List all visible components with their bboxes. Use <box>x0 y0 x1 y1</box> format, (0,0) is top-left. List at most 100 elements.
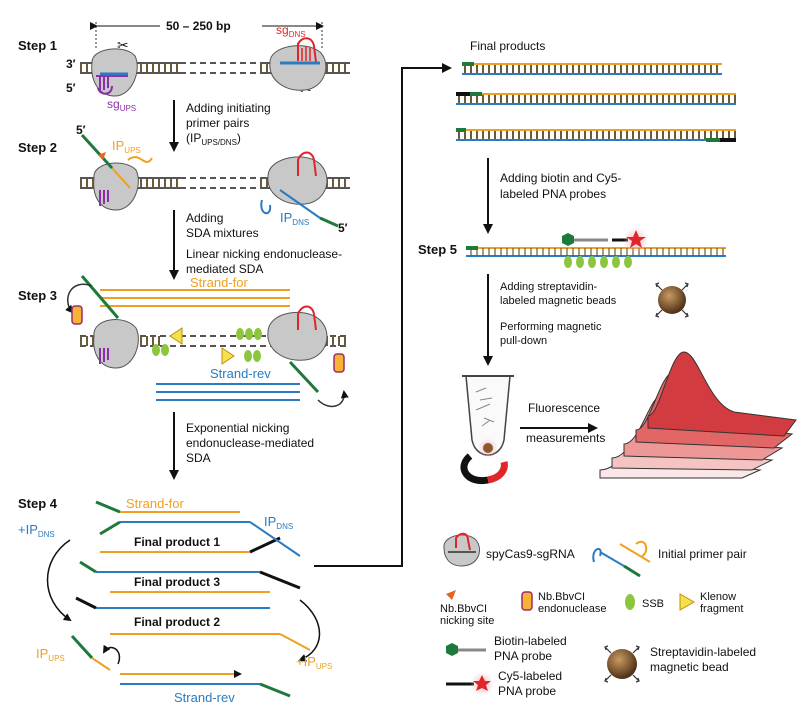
scissors-icon-1: ✂ <box>117 37 129 53</box>
legend-bead-label-2: magnetic bead <box>650 660 729 674</box>
s4-ip-dns-label: IPDNS <box>264 514 293 531</box>
legend-biotin-label-2: PNA probe <box>494 649 552 663</box>
ip-dns-primer-icon <box>260 189 339 228</box>
final-product-3-label: Final product 3 <box>134 575 220 589</box>
nb-bbvci-endonuclease-icon-1 <box>71 305 83 325</box>
five-prime-label: 5′ <box>66 81 76 95</box>
arrow1-text-1: Adding initiating <box>186 101 271 115</box>
final-products-duplex-1 <box>462 62 722 75</box>
legend-cas9-label: spyCas9-sgRNA <box>486 547 575 561</box>
plus-ip-ups-label: +IPUPS <box>296 654 332 671</box>
five-prime-label-3: 5′ <box>338 221 348 235</box>
final-products-duplex-3 <box>456 128 736 142</box>
step-4-label: Step 4 <box>18 496 58 511</box>
legend-ssb-label: SSB <box>642 598 664 610</box>
s4-strand-rev-label: Strand-rev <box>174 690 235 705</box>
final-product-3-duplex <box>79 560 301 593</box>
ip-ups-label: IPUPS <box>112 138 141 155</box>
magnet-icon-red <box>487 461 508 484</box>
arrow5-text-1: Adding streptavidin- <box>500 281 598 293</box>
sg-dns-label: sgDNS <box>276 23 306 39</box>
nb-bbvci-endonuclease-icon-2 <box>333 353 345 373</box>
legend-biotin-label-1: Biotin-labeled <box>494 634 567 648</box>
circular-arrow-dns <box>317 390 349 408</box>
legend-cy5-label-1: Cy5-labeled <box>498 669 562 683</box>
arrow4-text-1: Adding biotin and Cy5- <box>500 171 621 185</box>
fluorescence-spectra-icon <box>599 351 797 479</box>
arrow5-text-4: pull-down <box>500 335 547 347</box>
arrow2-text-1: Adding <box>186 211 223 225</box>
ssb-group-1 <box>152 344 169 356</box>
legend-endo-label-1: Nb.BbvCI <box>538 591 585 603</box>
legend-primer-label: Initial primer pair <box>658 547 747 561</box>
arrow3-text-2: endonuclease-mediated <box>186 436 314 450</box>
cas9-ups-icon-2 <box>93 162 139 211</box>
arrow1-text-2: primer pairs <box>186 116 249 130</box>
klenow-icon-1 <box>169 327 183 345</box>
ip-dns-label: IPDNS <box>280 210 309 227</box>
s4-ip-ups-primer-tail <box>91 657 111 671</box>
arrow2-text-4: mediated SDA <box>186 262 263 276</box>
cas9-ups-icon-3 <box>93 319 139 369</box>
ssb-group-2 <box>236 328 262 362</box>
arrow1-text-3: (IPUPS/DNS) <box>186 131 241 147</box>
legend-klenow-icon <box>679 593 696 611</box>
arrow5-text-2: labeled magnetic beads <box>500 295 617 307</box>
legend-nick-site-icon <box>446 590 456 600</box>
cas9-dns-icon-2 <box>267 151 328 205</box>
connector-arrow-to-final-products <box>314 63 452 567</box>
tube-icon <box>462 375 514 458</box>
three-prime-label: 3′ <box>66 57 76 71</box>
final-product-2-duplex <box>75 596 311 651</box>
final-product-1-duplex <box>99 520 301 557</box>
primer-extension-dns <box>288 360 320 394</box>
s4-small-cycle-arrow <box>102 644 121 665</box>
plus-ip-dns-label: +IPDNS <box>18 522 55 539</box>
step-1-label: Step 1 <box>18 38 57 53</box>
arrow3-text-1: Exponential nicking <box>186 421 289 435</box>
legend-cas9-icon <box>443 532 480 567</box>
ip-ups-primer-icon <box>80 133 153 189</box>
legend-nick-site-label-2: nicking site <box>440 615 494 627</box>
fluorescence-text-2: measurements <box>526 431 605 445</box>
legend-endo-label-2: endonuclease <box>538 603 607 615</box>
legend-bead-label-1: Streptavidin-labeled <box>650 645 756 659</box>
s4-strand-for-tail <box>95 500 121 514</box>
legend-nick-site-label-1: Nb.BbvCI <box>440 603 487 615</box>
bp-range-label: 50 – 250 bp <box>166 19 231 33</box>
final-product-2-label: Final product 2 <box>134 615 220 629</box>
magnet-icon <box>460 453 489 485</box>
legend-cy5-star-icon <box>473 675 491 691</box>
klenow-icon-2 <box>221 347 235 365</box>
legend-klenow-label-2: fragment <box>700 603 743 615</box>
arrow2-text-3: Linear nicking endonuclease- <box>186 247 342 261</box>
s4-ip-ups-primer <box>70 634 94 660</box>
strand-for-label: Strand-for <box>190 275 248 290</box>
primer-extension-ups <box>80 275 120 319</box>
legend-endonuclease-icon <box>521 591 533 611</box>
strand-rev-label: Strand-rev <box>210 366 271 381</box>
final-products-duplex-2 <box>456 92 736 105</box>
sg-ups-label: sgUPS <box>107 97 136 113</box>
circular-arrow-ups <box>65 283 93 314</box>
arrow3-text-3: SDA <box>186 451 211 465</box>
cas9-ups-icon <box>91 48 138 97</box>
s4-ip-ups-label: IPUPS <box>36 646 65 663</box>
magnetic-bead-icon <box>655 282 689 318</box>
s4-strand-for-label: Strand-for <box>126 496 184 511</box>
fluorescence-text-1: Fluorescence <box>528 401 600 415</box>
cas9-dns-icon <box>269 37 327 91</box>
arrow5-text-3: Performing magnetic <box>500 321 602 333</box>
cycle-arrow-left <box>46 539 72 622</box>
step-3-label: Step 3 <box>18 288 57 303</box>
legend-primer-icon <box>592 540 651 578</box>
legend-cy5-label-2: PNA probe <box>498 684 556 698</box>
arrow2-text-2: SDA mixtures <box>186 226 259 240</box>
s4-strand-rev-tail <box>259 682 291 698</box>
step5-duplex-with-probes <box>466 227 726 268</box>
arrow4-text-2: labeled PNA probes <box>500 187 606 201</box>
cycle-arrow-right <box>298 599 321 662</box>
strand-rev-lines <box>156 383 300 401</box>
final-product-1-label: Final product 1 <box>134 535 220 549</box>
